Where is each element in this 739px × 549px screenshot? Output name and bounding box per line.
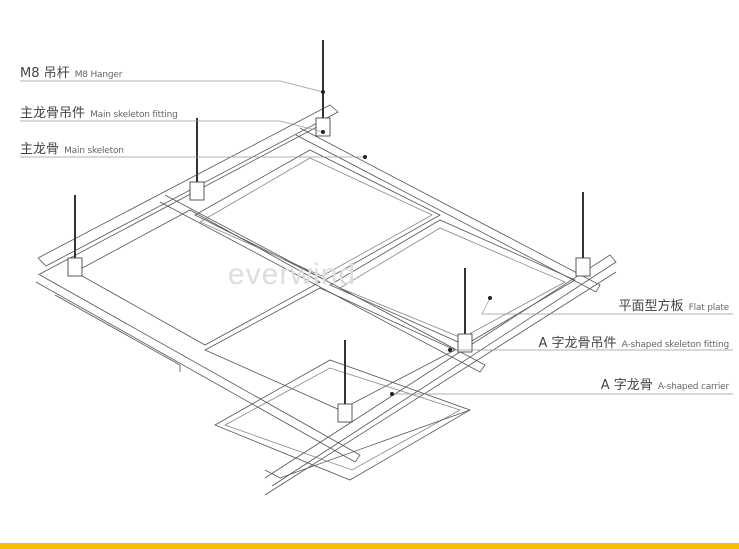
label-en: Flat plate — [688, 303, 730, 313]
label-main-skeleton: 主龙骨 Main skeleton — [20, 140, 124, 156]
label-en: Main skeleton fitting — [90, 110, 178, 120]
label-zh: A 字龙骨吊件 — [538, 336, 617, 351]
label-zh: 平面型方板 — [618, 299, 684, 314]
main-skeleton-rails — [37, 104, 617, 496]
label-hanger: M8 吊杆 M8 Hanger — [20, 64, 122, 80]
label-a-carrier: A 字龙骨 A-shaped carrier — [600, 376, 730, 393]
label-zh: 主龙骨吊件 — [20, 106, 86, 121]
label-zh: M8 吊杆 — [20, 66, 70, 81]
hangers — [74, 40, 584, 410]
label-main-fitting: 主龙骨吊件 Main skeleton fitting — [20, 104, 178, 120]
a-shaped-carriers — [35, 127, 601, 479]
watermark: everwind — [228, 258, 357, 291]
label-en: M8 Hanger — [74, 70, 123, 80]
label-en: A-shaped carrier — [657, 382, 729, 392]
label-en: A-shaped skeleton fitting — [621, 340, 730, 350]
label-zh: A 字龙骨 — [600, 378, 653, 393]
bottom-accent-bar — [0, 543, 739, 549]
leader-dots — [321, 90, 492, 396]
leader-lines — [20, 80, 733, 395]
label-flat-plate: 平面型方板 Flat plate — [619, 297, 730, 313]
fittings — [67, 117, 591, 423]
label-a-fitting: A 字龙骨吊件 A-shaped skeleton fitting — [538, 334, 730, 351]
label-zh: 主龙骨 — [20, 142, 60, 157]
label-en: Main skeleton — [64, 146, 124, 156]
